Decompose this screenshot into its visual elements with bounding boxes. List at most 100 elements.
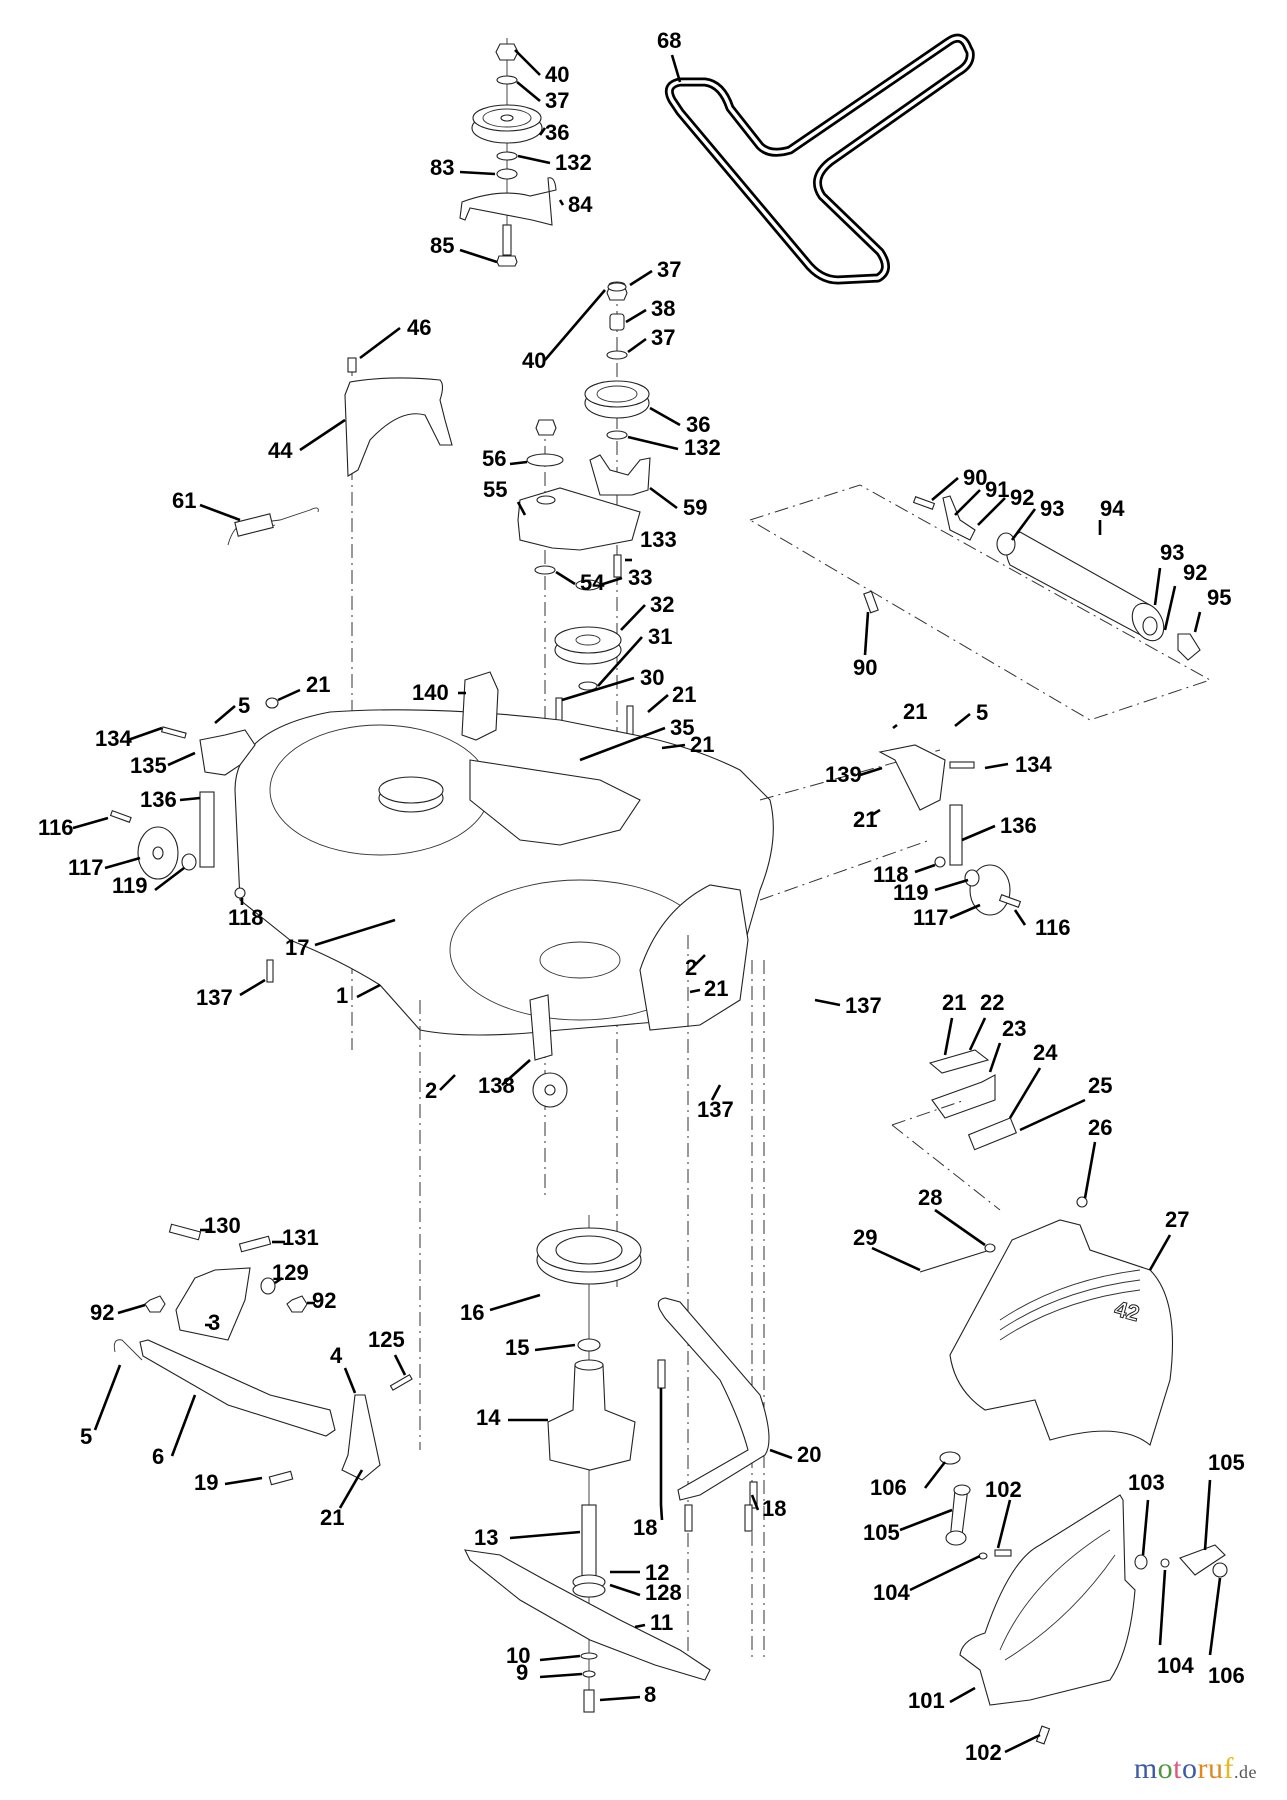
part-number-label: 56 bbox=[482, 446, 506, 471]
leader-line bbox=[1203, 1479, 1212, 1551]
callout-40: 40 bbox=[514, 49, 569, 87]
hinge-105b bbox=[1179, 1544, 1226, 1576]
callout-21h: 21 bbox=[320, 1469, 364, 1530]
part-number-label: 59 bbox=[683, 495, 707, 520]
leader-line bbox=[649, 486, 678, 510]
leader-line bbox=[544, 289, 606, 361]
bolt-85 bbox=[502, 224, 512, 256]
callout-55: 55 bbox=[483, 477, 527, 516]
callout-35: 35 bbox=[579, 715, 694, 762]
leader-line bbox=[439, 1074, 456, 1091]
callout-101: 101 bbox=[908, 1686, 976, 1713]
bolt-18d bbox=[744, 1504, 753, 1532]
callout-29: 29 bbox=[853, 1225, 921, 1272]
leader-line bbox=[539, 1654, 581, 1662]
washer-93a bbox=[996, 532, 1016, 556]
part-number-label: 26 bbox=[1088, 1115, 1112, 1140]
part-number-label: 36 bbox=[686, 412, 710, 437]
part-number-label: 106 bbox=[1208, 1663, 1245, 1688]
part-number-label: 106 bbox=[870, 1475, 907, 1500]
leader-line bbox=[961, 824, 996, 842]
part-number-label: 24 bbox=[1033, 1040, 1058, 1065]
hairpin-5c bbox=[113, 1339, 143, 1361]
leader-line bbox=[534, 1343, 576, 1352]
callout-17: 17 bbox=[285, 918, 396, 960]
spindle-assembly bbox=[464, 1215, 711, 1713]
leader-line bbox=[343, 1367, 357, 1394]
part-number-label: 134 bbox=[1015, 752, 1052, 777]
bolt-116b bbox=[998, 894, 1022, 908]
callout-21d: 21 bbox=[689, 976, 728, 1001]
part-number-label: 46 bbox=[407, 315, 431, 340]
leader-line bbox=[93, 1364, 122, 1431]
callout-136a: 136 bbox=[140, 787, 201, 812]
callout-119a: 119 bbox=[112, 866, 185, 898]
washer-10 bbox=[580, 1652, 598, 1660]
deck-1 bbox=[234, 709, 774, 1036]
callout-40b: 40 bbox=[522, 289, 606, 373]
part-number-label: 3 bbox=[208, 1310, 220, 1335]
callout-5b: 5 bbox=[954, 700, 988, 728]
spindle-housing-14 bbox=[547, 1364, 636, 1471]
leader-line bbox=[579, 726, 666, 762]
part-number-label: 22 bbox=[980, 990, 1004, 1015]
callout-11: 11 bbox=[634, 1610, 673, 1635]
callout-134b: 134 bbox=[984, 752, 1052, 777]
callout-12: 12 bbox=[610, 1560, 669, 1585]
bracket-4 bbox=[341, 1394, 381, 1481]
callout-59: 59 bbox=[649, 486, 707, 520]
part-number-label: 117 bbox=[68, 855, 104, 880]
leader-line bbox=[923, 1461, 947, 1489]
part-number-label: 21 bbox=[672, 682, 696, 707]
part-number-label: 102 bbox=[985, 1477, 1022, 1502]
part-labels: 4037361328384856846446140373837361325655… bbox=[38, 28, 1245, 1765]
leader-line bbox=[627, 337, 647, 354]
callout-132b: 132 bbox=[627, 435, 721, 460]
callout-32: 32 bbox=[620, 592, 674, 631]
leader-line bbox=[516, 501, 527, 516]
callout-139: 139 bbox=[825, 762, 883, 787]
leader-line bbox=[996, 1499, 1012, 1549]
washer-103 bbox=[1134, 1554, 1148, 1570]
part-number-label: 139 bbox=[825, 762, 862, 787]
callout-38: 38 bbox=[625, 296, 675, 324]
part-number-label: 92 bbox=[1183, 560, 1207, 585]
leader-line bbox=[1153, 567, 1162, 606]
leader-line bbox=[117, 1303, 146, 1315]
callout-93a: 93 bbox=[1010, 496, 1064, 541]
part-number-label: 1 bbox=[336, 983, 348, 1008]
bolt-130 bbox=[168, 1223, 202, 1241]
leader-line bbox=[299, 418, 346, 452]
callout-24: 24 bbox=[1008, 1040, 1058, 1119]
callout-92a: 92 bbox=[977, 485, 1034, 526]
part-number-label: 93 bbox=[1160, 540, 1184, 565]
leader-line bbox=[863, 611, 870, 656]
leader-line bbox=[934, 878, 969, 892]
part-number-label: 118 bbox=[873, 862, 909, 887]
bolt-90a bbox=[912, 496, 936, 510]
right-baffle-plate bbox=[639, 884, 749, 1031]
callout-28: 28 bbox=[918, 1185, 986, 1247]
leader-line bbox=[710, 1084, 722, 1101]
hinge-bracket-23 bbox=[931, 1074, 996, 1119]
bolt-8 bbox=[583, 1689, 595, 1713]
callout-18a: 18 bbox=[633, 1504, 664, 1540]
part-number-label: 137 bbox=[845, 993, 882, 1018]
deck-plate bbox=[469, 759, 641, 846]
washer-37c bbox=[606, 350, 628, 360]
leader-line bbox=[814, 998, 841, 1007]
washer-93b bbox=[1142, 616, 1158, 636]
callout-130: 130 bbox=[200, 1213, 241, 1238]
leader-line bbox=[538, 127, 547, 136]
part-number-label: 12 bbox=[645, 1560, 669, 1585]
leader-line bbox=[871, 808, 881, 817]
callout-3: 3 bbox=[205, 1310, 220, 1335]
leader-line bbox=[561, 676, 635, 702]
part-number-label: 92 bbox=[1010, 485, 1034, 510]
washer-119a bbox=[181, 853, 197, 871]
leader-line bbox=[539, 1672, 583, 1679]
part-number-label: 134 bbox=[95, 726, 132, 751]
screw-102a bbox=[994, 1549, 1012, 1557]
callout-118b: 118 bbox=[873, 862, 936, 887]
bolt-131 bbox=[238, 1235, 272, 1253]
